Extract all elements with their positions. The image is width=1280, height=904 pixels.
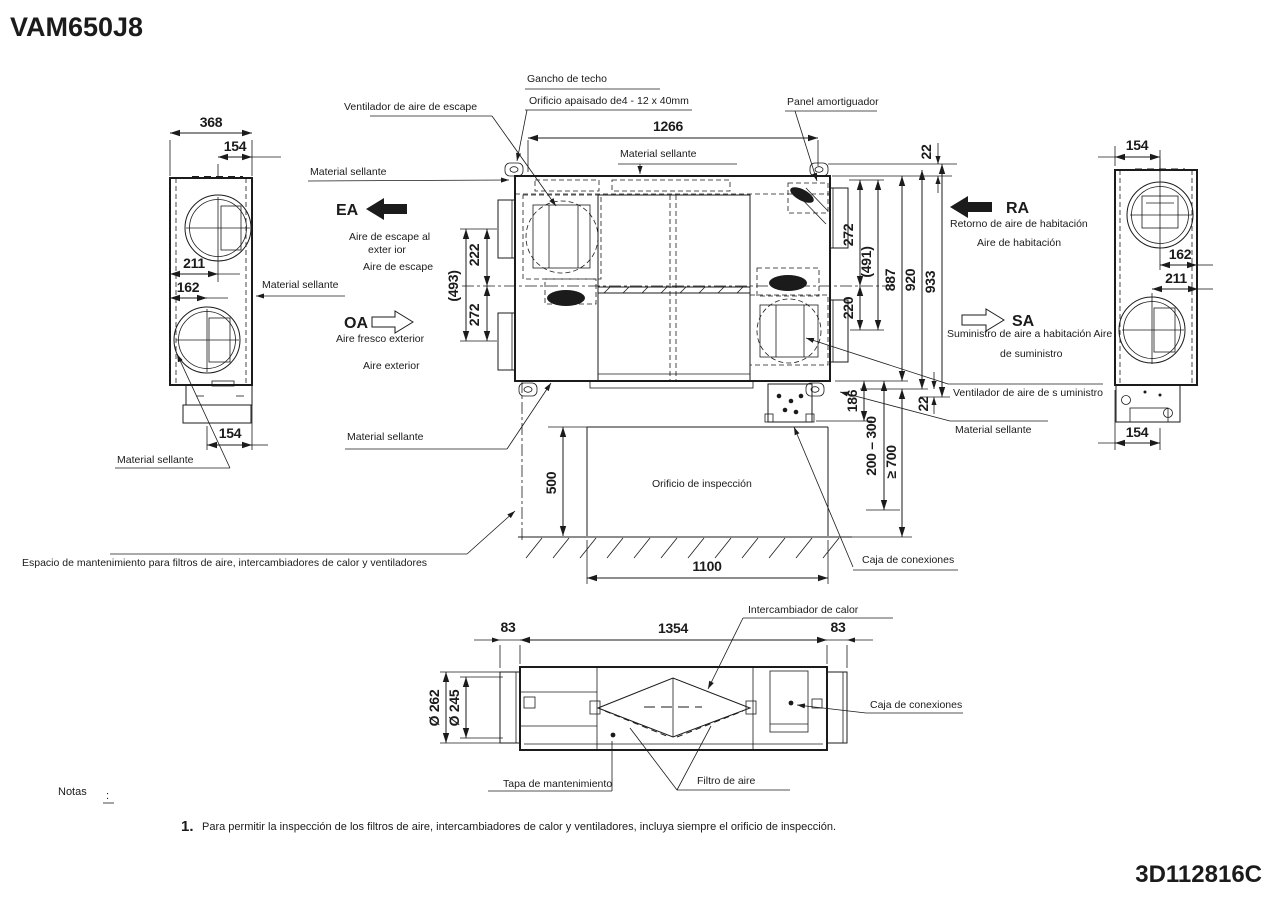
label-filtro-de-aire: Filtro de aire: [697, 775, 756, 787]
label-caja-conexiones-bottom: Caja de conexiones: [870, 699, 962, 711]
dim-186: 186: [844, 389, 860, 412]
airflow-sa: SA Suministro de aire a habitación Aire …: [947, 308, 1112, 360]
label-material-sellante-right: Material sellante: [955, 424, 1032, 436]
exhaust-fan: [522, 194, 602, 306]
dim-272-right: 272: [840, 223, 856, 246]
ra-arrow-icon: [950, 196, 992, 218]
dim-220: 220: [840, 296, 856, 319]
airflow-ra-code: RA: [1006, 200, 1030, 217]
floor-hatch: [525, 537, 840, 559]
duct-port-oa: [173, 306, 241, 374]
airflow-ea-code: EA: [336, 202, 359, 219]
notes-colon: :: [106, 790, 109, 802]
ra-caption-2: Aire de habitación: [977, 237, 1061, 249]
duct-port-ra: [1126, 181, 1194, 252]
ceiling-hook-top-left: [504, 162, 524, 177]
ea-arrow-icon: [366, 198, 407, 220]
dim-154-top-right: 154: [1126, 137, 1149, 153]
note-1-number: 1.: [181, 818, 194, 835]
switch-box: [764, 383, 815, 423]
dim-222: 222: [466, 243, 482, 266]
label-tapa-mantenimiento: Tapa de mantenimiento: [503, 778, 612, 790]
control-box: [1115, 384, 1181, 423]
dim-493: (493): [445, 270, 461, 301]
dim-887: 887: [882, 268, 898, 291]
dim-dia-245: Ø 245: [446, 689, 462, 726]
ceiling-hook-bottom-left: [518, 382, 538, 397]
ceiling-hook-top-right: [809, 162, 829, 177]
heat-exchanger-diamond: [589, 677, 757, 738]
connection-box-bottom: [769, 670, 823, 733]
dim-211: 211: [183, 255, 205, 271]
ra-caption-1: Retorno de aire de habitación: [950, 218, 1088, 230]
doc-number: 3D112816C: [1135, 861, 1262, 888]
airflow-oa-code: OA: [344, 315, 368, 332]
dim-dia-262: Ø 262: [426, 689, 442, 726]
duct-port-sa: [1118, 296, 1186, 364]
page-title: VAM650J8: [10, 12, 143, 42]
sa-caption-1: Suministro de aire a habitación Aire: [947, 328, 1112, 340]
label-ventilador-suministro: Ventilador de aire de s uministro: [953, 387, 1103, 399]
label-intercambiador: Intercambiador de calor: [748, 604, 859, 616]
dim-162: 162: [177, 279, 200, 295]
dim-83-right: 83: [831, 619, 846, 635]
damper-panel: [787, 182, 829, 225]
sa-caption-2: de suministro: [1000, 348, 1063, 360]
label-gancho-de-techo: Gancho de techo: [527, 73, 607, 85]
bottom-view: 1354 83 83 Ø 262 Ø 245 Intercambiador de…: [426, 604, 963, 792]
airflow-sa-code: SA: [1012, 313, 1035, 330]
dim-154-top: 154: [224, 138, 247, 154]
label-espacio-mantenimiento: Espacio de mantenimiento para filtros de…: [22, 557, 427, 569]
duct-port-ea: [184, 194, 252, 282]
dim-162-right: 162: [1169, 246, 1192, 262]
dim-491: (491): [858, 246, 874, 277]
label-material-sellante-top: Material sellante: [620, 148, 697, 160]
label-caja-conexiones-install: Caja de conexiones: [862, 554, 954, 566]
label-material-sellante-install: Material sellante: [347, 431, 424, 443]
installation-clearance-view: Orificio de inspección 500 1100 200 – 30…: [22, 381, 958, 584]
label-material-sellante-leftview: Material sellante: [262, 279, 339, 291]
dim-211-right: 211: [1165, 270, 1187, 286]
oa-arrow-icon: [371, 310, 414, 334]
dim-1100: 1100: [692, 558, 722, 574]
heat-exchanger-section: [597, 194, 751, 382]
supply-fan: [749, 267, 829, 366]
label-material-sellante-left: Material sellante: [310, 166, 387, 178]
oa-caption-1: Aire fresco exterior: [336, 333, 425, 345]
dim-154-bottom-right: 154: [1126, 424, 1149, 440]
left-side-view: 368 154 211 162 154 Material sellante Ma…: [115, 114, 345, 469]
airflow-ra: RA Retorno de aire de habitación Aire de…: [950, 196, 1088, 249]
dim-22-bottom: 22: [915, 396, 931, 411]
ea-caption-2: exter ior: [368, 244, 406, 256]
note-1-text: Para permitir la inspección de los filtr…: [202, 821, 836, 833]
dim-1266: 1266: [653, 118, 683, 134]
dim-83-left: 83: [501, 619, 516, 635]
dim-min-700: ≥ 700: [883, 445, 899, 479]
notes-heading: Notas: [58, 786, 87, 798]
sa-arrow-icon: [961, 308, 1005, 332]
ea-caption-1: Aire de escape al: [349, 231, 430, 243]
airflow-ea: EA Aire de escape al exter ior Aire de e…: [336, 198, 433, 273]
dim-22-top: 22: [918, 144, 934, 159]
label-orificio-inspeccion: Orificio de inspección: [652, 478, 752, 490]
dim-1354: 1354: [658, 620, 688, 636]
dim-200-300: 200 – 300: [863, 416, 879, 476]
ea-caption-3: Aire de escape: [363, 261, 433, 273]
dim-272-left: 272: [466, 303, 482, 326]
label-material-sellante-leftview-bottom: Material sellante: [117, 454, 194, 466]
label-ventilador-escape: Ventilador de aire de escape: [344, 101, 477, 113]
right-side-view: 154 162 211 154: [1098, 137, 1213, 450]
top-view: Gancho de techo Orificio apaisado de4 - …: [307, 73, 1112, 542]
label-orificio-apaisado: Orificio apaisado de4 - 12 x 40mm: [529, 95, 689, 107]
notes: Notas : 1. Para permitir la inspección d…: [58, 786, 836, 835]
oa-caption-2: Aire exterior: [363, 360, 420, 372]
airflow-oa: OA Aire fresco exterior Aire exterior: [336, 310, 425, 372]
dim-368: 368: [200, 114, 223, 130]
label-panel-amortiguador: Panel amortiguador: [787, 96, 879, 108]
dim-500: 500: [543, 471, 559, 494]
dim-933: 933: [922, 270, 938, 293]
ceiling-hook-bottom-right: [805, 382, 825, 397]
dim-920: 920: [902, 268, 918, 291]
dim-154-bottom: 154: [219, 425, 242, 441]
